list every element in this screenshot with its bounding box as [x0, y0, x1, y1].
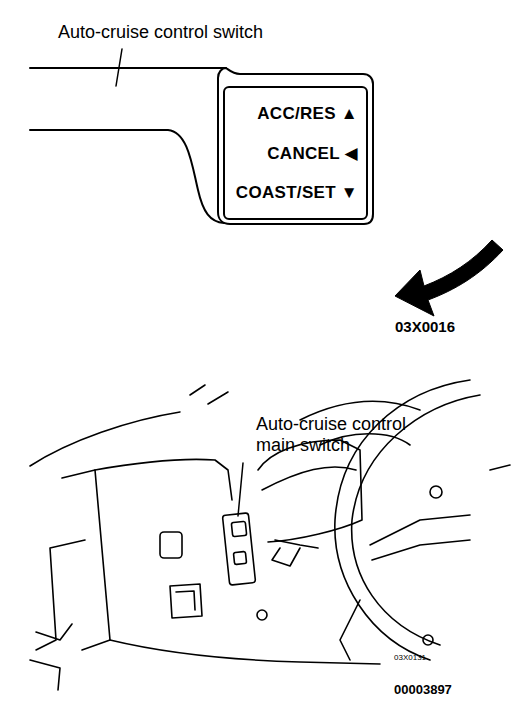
stalk-outline [30, 130, 224, 223]
switch-face: ACC/RES ▲ CANCEL ◀ COAST/SET ▼ [223, 86, 368, 220]
dashboard-drawing [30, 380, 510, 690]
switch-housing [218, 68, 373, 224]
switch-position-label: ACC/RES ▲ [257, 104, 358, 124]
figure-code: 03X0131 [394, 653, 426, 662]
switch-position-label: COAST/SET ▼ [236, 183, 358, 203]
stalk-outline [30, 67, 226, 69]
leader-line [116, 49, 122, 86]
switch-position-label: CANCEL ◀ [267, 143, 358, 164]
direction-arrow [395, 240, 503, 316]
part-name: Auto-cruise control main switch [256, 414, 432, 455]
leader-line [238, 463, 243, 516]
part-name: Auto-cruise control switch [58, 22, 263, 43]
figure-code: 00003897 [394, 683, 452, 698]
figure-code: 03X0016 [395, 318, 455, 335]
